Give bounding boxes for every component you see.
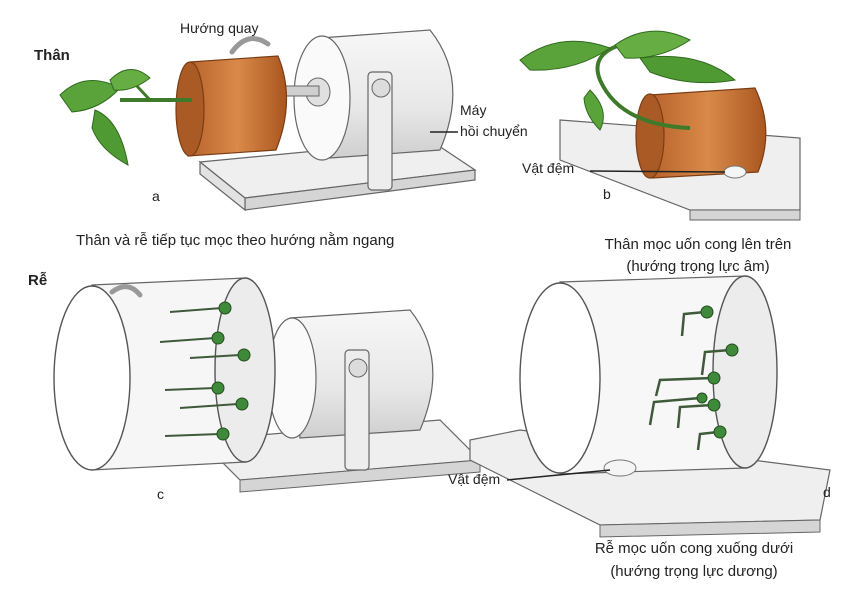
caption-d-line2: (hướng trọng lực dương) xyxy=(610,563,778,580)
wedge-label-b: Vật đệm xyxy=(522,160,575,176)
caption-a: Thân và rễ tiếp tục mọc theo hướng nằm n… xyxy=(76,232,395,249)
panel-letter-d: d xyxy=(823,484,831,500)
caption-d-line1: Rễ mọc uốn cong xuống dưới xyxy=(594,540,794,557)
panel-a-clinostat-stem xyxy=(59,29,477,212)
panel-c-clinostat-roots xyxy=(53,277,482,493)
panel-d-roots-bending-down xyxy=(469,275,831,538)
caption-b-line1: Thân mọc uốn cong lên trên xyxy=(604,236,792,253)
panel-letter-a: a xyxy=(152,188,160,204)
panel-b-stem-bending-up xyxy=(519,30,801,221)
clinostat-label-line2: hồi chuyển xyxy=(460,123,528,139)
rotation-direction-label: Hướng quay xyxy=(180,20,259,36)
panel-letter-c: c xyxy=(157,486,164,502)
panel-letter-b: b xyxy=(603,186,611,202)
wedge-label-d: Vật đệm xyxy=(448,471,501,487)
stem-section-label: Thân xyxy=(34,47,70,64)
caption-b-line2: (hướng trọng lực âm) xyxy=(626,258,770,275)
clinostat-label-line1: Máy xyxy=(460,102,487,118)
root-section-label: Rễ xyxy=(28,272,48,289)
